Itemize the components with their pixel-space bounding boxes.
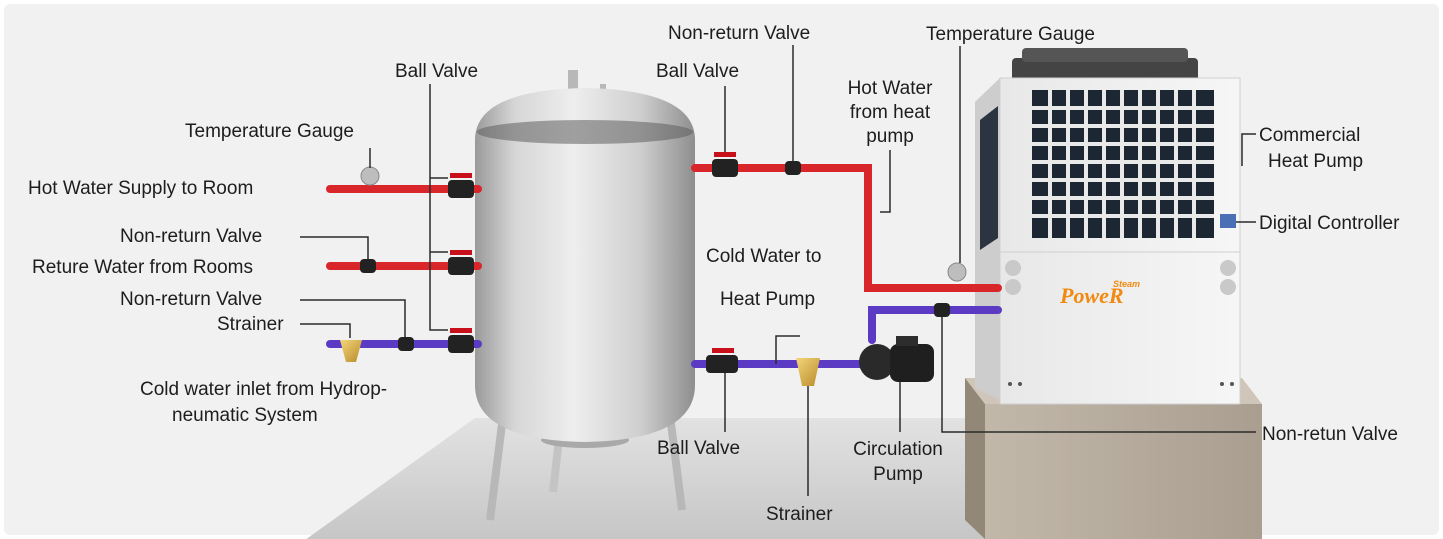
brand-logo-line2: PoweR bbox=[1059, 283, 1124, 308]
label-return-water: Reture Water from Rooms bbox=[32, 257, 254, 278]
brand-logo-line1: Steam bbox=[1113, 279, 1140, 289]
heat-pump-unit bbox=[975, 48, 1241, 405]
label-non-return-valve-left: Non-return Valve bbox=[120, 226, 263, 247]
label-commercial-hp-line1: Commercial bbox=[1259, 125, 1361, 146]
label-cold-to-hp-line1: Cold Water to bbox=[706, 246, 822, 267]
brand-logo: Steam PoweR bbox=[1059, 279, 1140, 308]
label-ball-valve-tank: Ball Valve bbox=[395, 61, 479, 82]
label-digital-controller: Digital Controller bbox=[1259, 213, 1400, 234]
storage-tank bbox=[475, 70, 695, 521]
label-ball-valve-top: Ball Valve bbox=[656, 61, 740, 82]
label-strainer-bottom: Strainer bbox=[766, 504, 833, 525]
label-non-return-valve-top: Non-return Valve bbox=[668, 23, 811, 44]
strainers bbox=[340, 340, 820, 386]
leader-lines bbox=[300, 45, 1256, 496]
label-temperature-gauge-right: Temperature Gauge bbox=[926, 24, 1095, 45]
label-temperature-gauge-left: Temperature Gauge bbox=[185, 121, 354, 142]
label-non-return-valve-right: Non-retun Valve bbox=[1262, 424, 1398, 445]
label-hot-water-hp-line3: pump bbox=[866, 126, 914, 147]
label-cold-to-hp-line2: Heat Pump bbox=[720, 289, 816, 310]
label-hot-water-supply: Hot Water Supply to Room bbox=[28, 178, 254, 199]
label-cold-inlet-line2: neumatic System bbox=[172, 405, 318, 426]
label-circulation-pump-line1: Circulation bbox=[853, 439, 943, 460]
heat-pump-base bbox=[965, 378, 1262, 539]
floor bbox=[306, 418, 1010, 539]
temperature-gauges bbox=[360, 166, 967, 282]
label-non-return-valve-left-2: Non-return Valve bbox=[120, 289, 263, 310]
label-circulation-pump-line2: Pump bbox=[873, 464, 923, 485]
label-commercial-hp-line2: Heat Pump bbox=[1268, 151, 1364, 172]
label-cold-inlet-line1: Cold water inlet from Hydrop- bbox=[140, 379, 388, 400]
valves bbox=[360, 152, 950, 373]
label-strainer-left: Strainer bbox=[217, 314, 284, 335]
label-hot-water-hp-line2: from heat bbox=[849, 102, 931, 123]
label-ball-valve-bottom: Ball Valve bbox=[657, 438, 741, 459]
label-hot-water-hp-line1: Hot Water bbox=[847, 78, 933, 99]
circulation-pump bbox=[859, 336, 934, 382]
